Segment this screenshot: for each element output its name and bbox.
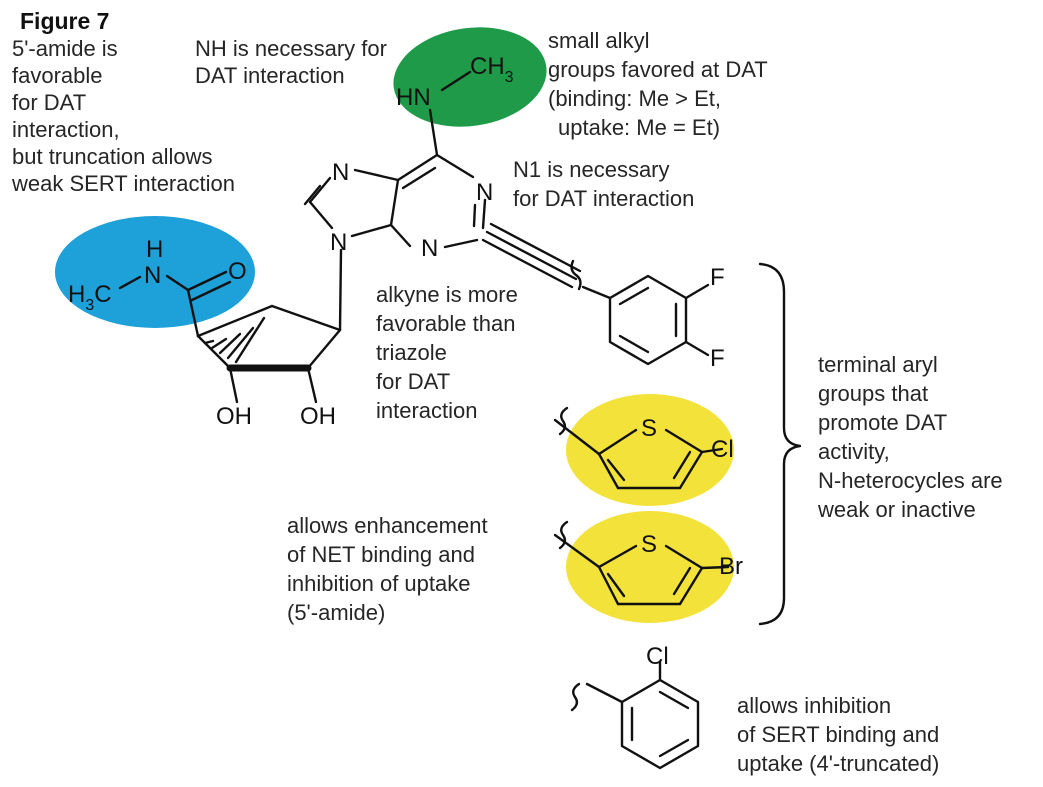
oh-3prime: OH	[300, 403, 336, 430]
svg-text:triazole: triazole	[376, 340, 447, 365]
n3-atom: N	[421, 235, 438, 262]
svg-text:for DAT interaction: for DAT interaction	[513, 186, 694, 211]
amide-highlight	[55, 216, 255, 328]
methyl-label: CH3	[470, 53, 514, 86]
svg-text:but truncation allows: but truncation allows	[12, 144, 213, 169]
chlorine-1: Cl	[711, 436, 734, 463]
amide-note: 5'-amide is favorable for DAT interactio…	[11, 36, 235, 196]
thiophene-s-2: S	[641, 531, 657, 558]
n-methyl-label: H3C	[68, 281, 112, 314]
chlorine-2: Cl	[646, 643, 669, 670]
n1-note: N1 is necessary for DAT interaction	[513, 157, 694, 211]
oh-2prime: OH	[216, 403, 252, 430]
svg-text:alkyne is more: alkyne is more	[376, 282, 518, 307]
svg-text:weak SERT interaction: weak SERT interaction	[11, 171, 235, 196]
carbonyl-o-atom: O	[228, 258, 247, 285]
svg-text:of SERT binding and: of SERT binding and	[737, 722, 939, 747]
svg-text:weak or inactive: weak or inactive	[817, 497, 976, 522]
svg-text:favorable than: favorable than	[376, 311, 515, 336]
figure-title: Figure 7	[20, 8, 109, 34]
amide-h-atom: H	[146, 236, 163, 263]
svg-text:terminal aryl: terminal aryl	[818, 352, 938, 377]
fluorine-3: F	[710, 264, 725, 291]
svg-text:uptake (4'-truncated): uptake (4'-truncated)	[737, 751, 939, 776]
bromothiophene-highlight	[566, 511, 734, 623]
nh-atom: HN	[396, 84, 431, 111]
alkyne-note: alkyne is more favorable than triazole f…	[376, 282, 518, 423]
sert-note: allows inhibition of SERT binding and up…	[737, 693, 939, 776]
bicyclic-sugar	[118, 270, 342, 404]
svg-text:(binding: Me > Et,: (binding: Me > Et,	[548, 86, 721, 111]
svg-text:uptake: Me = Et): uptake: Me = Et)	[558, 115, 720, 140]
chlorophenyl	[570, 660, 700, 770]
aryl-note: terminal aryl groups that promote DAT ac…	[817, 352, 1003, 522]
atom-labels: N N N N HN CH3 H N H3C O OH OH F F S Cl …	[68, 53, 743, 670]
svg-text:of NET binding and: of NET binding and	[287, 542, 475, 567]
svg-text:(5'-amide): (5'-amide)	[287, 600, 385, 625]
svg-text:groups that: groups that	[818, 381, 928, 406]
svg-text:for DAT: for DAT	[12, 90, 86, 115]
thiophene-s-1: S	[641, 415, 657, 442]
svg-text:N-heterocycles are: N-heterocycles are	[818, 468, 1003, 493]
n9-atom: N	[330, 229, 347, 256]
svg-text:allows inhibition: allows inhibition	[737, 693, 891, 718]
fluorine-4: F	[710, 345, 725, 372]
net-note: allows enhancement of NET binding and in…	[287, 513, 488, 625]
nh-note: NH is necessary for DAT interaction	[195, 36, 387, 88]
amide-n-atom: N	[144, 262, 161, 289]
n7-atom: N	[332, 159, 349, 186]
svg-text:activity,: activity,	[818, 439, 890, 464]
svg-text:for DAT: for DAT	[376, 369, 450, 394]
alkyl-note: small alkyl groups favored at DAT (bindi…	[548, 28, 768, 140]
aryl-group-brace	[758, 262, 802, 626]
n1-atom: N	[476, 179, 493, 206]
purine-ring	[303, 70, 582, 332]
svg-text:promote DAT: promote DAT	[818, 410, 947, 435]
svg-text:NH is necessary for: NH is necessary for	[195, 36, 387, 61]
svg-text:inhibition of uptake: inhibition of uptake	[287, 571, 470, 596]
svg-text:groups favored at DAT: groups favored at DAT	[548, 57, 768, 82]
chlorothiophene	[553, 406, 724, 490]
svg-text:favorable: favorable	[12, 63, 103, 88]
svg-text:N1 is necessary: N1 is necessary	[513, 157, 670, 182]
methylamino-highlight	[393, 27, 547, 127]
svg-text:small alkyl: small alkyl	[548, 28, 649, 53]
bromine: Br	[719, 553, 743, 580]
svg-text:interaction: interaction	[376, 398, 478, 423]
svg-text:5'-amide is: 5'-amide is	[12, 36, 118, 61]
svg-text:allows enhancement: allows enhancement	[287, 513, 488, 538]
svg-text:DAT interaction: DAT interaction	[195, 63, 345, 88]
difluorophenyl	[570, 259, 710, 366]
chlorothiophene-highlight	[566, 394, 734, 506]
bromothiophene	[553, 520, 730, 606]
svg-text:interaction,: interaction,	[12, 117, 120, 142]
